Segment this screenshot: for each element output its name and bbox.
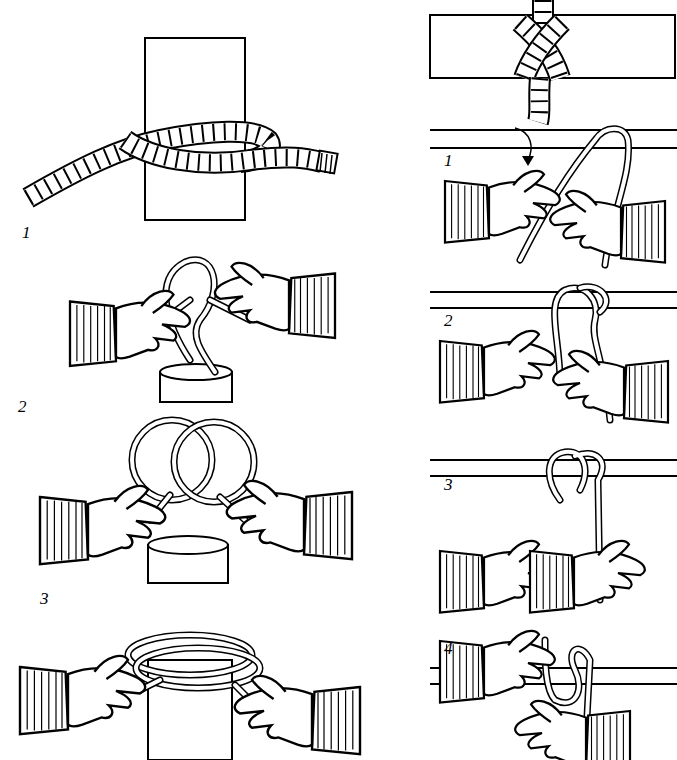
step-number: 1 [22, 224, 31, 241]
bar-step-one [430, 128, 677, 265]
beam-with-knot [430, 0, 675, 122]
step-four-hands [20, 635, 360, 760]
step-number: 4 [444, 640, 453, 657]
step-three-hands [40, 420, 352, 583]
step-number: 1 [444, 152, 453, 169]
step-number: 2 [18, 398, 27, 415]
post-with-hitch [28, 38, 338, 220]
bar-step-three [430, 452, 677, 613]
bar-step-two [430, 287, 677, 423]
step-number: 3 [40, 590, 49, 607]
step-two-hands [70, 260, 335, 402]
step-number: 3 [444, 476, 453, 493]
bar-step-four [430, 631, 677, 760]
step-number: 2 [444, 312, 453, 329]
